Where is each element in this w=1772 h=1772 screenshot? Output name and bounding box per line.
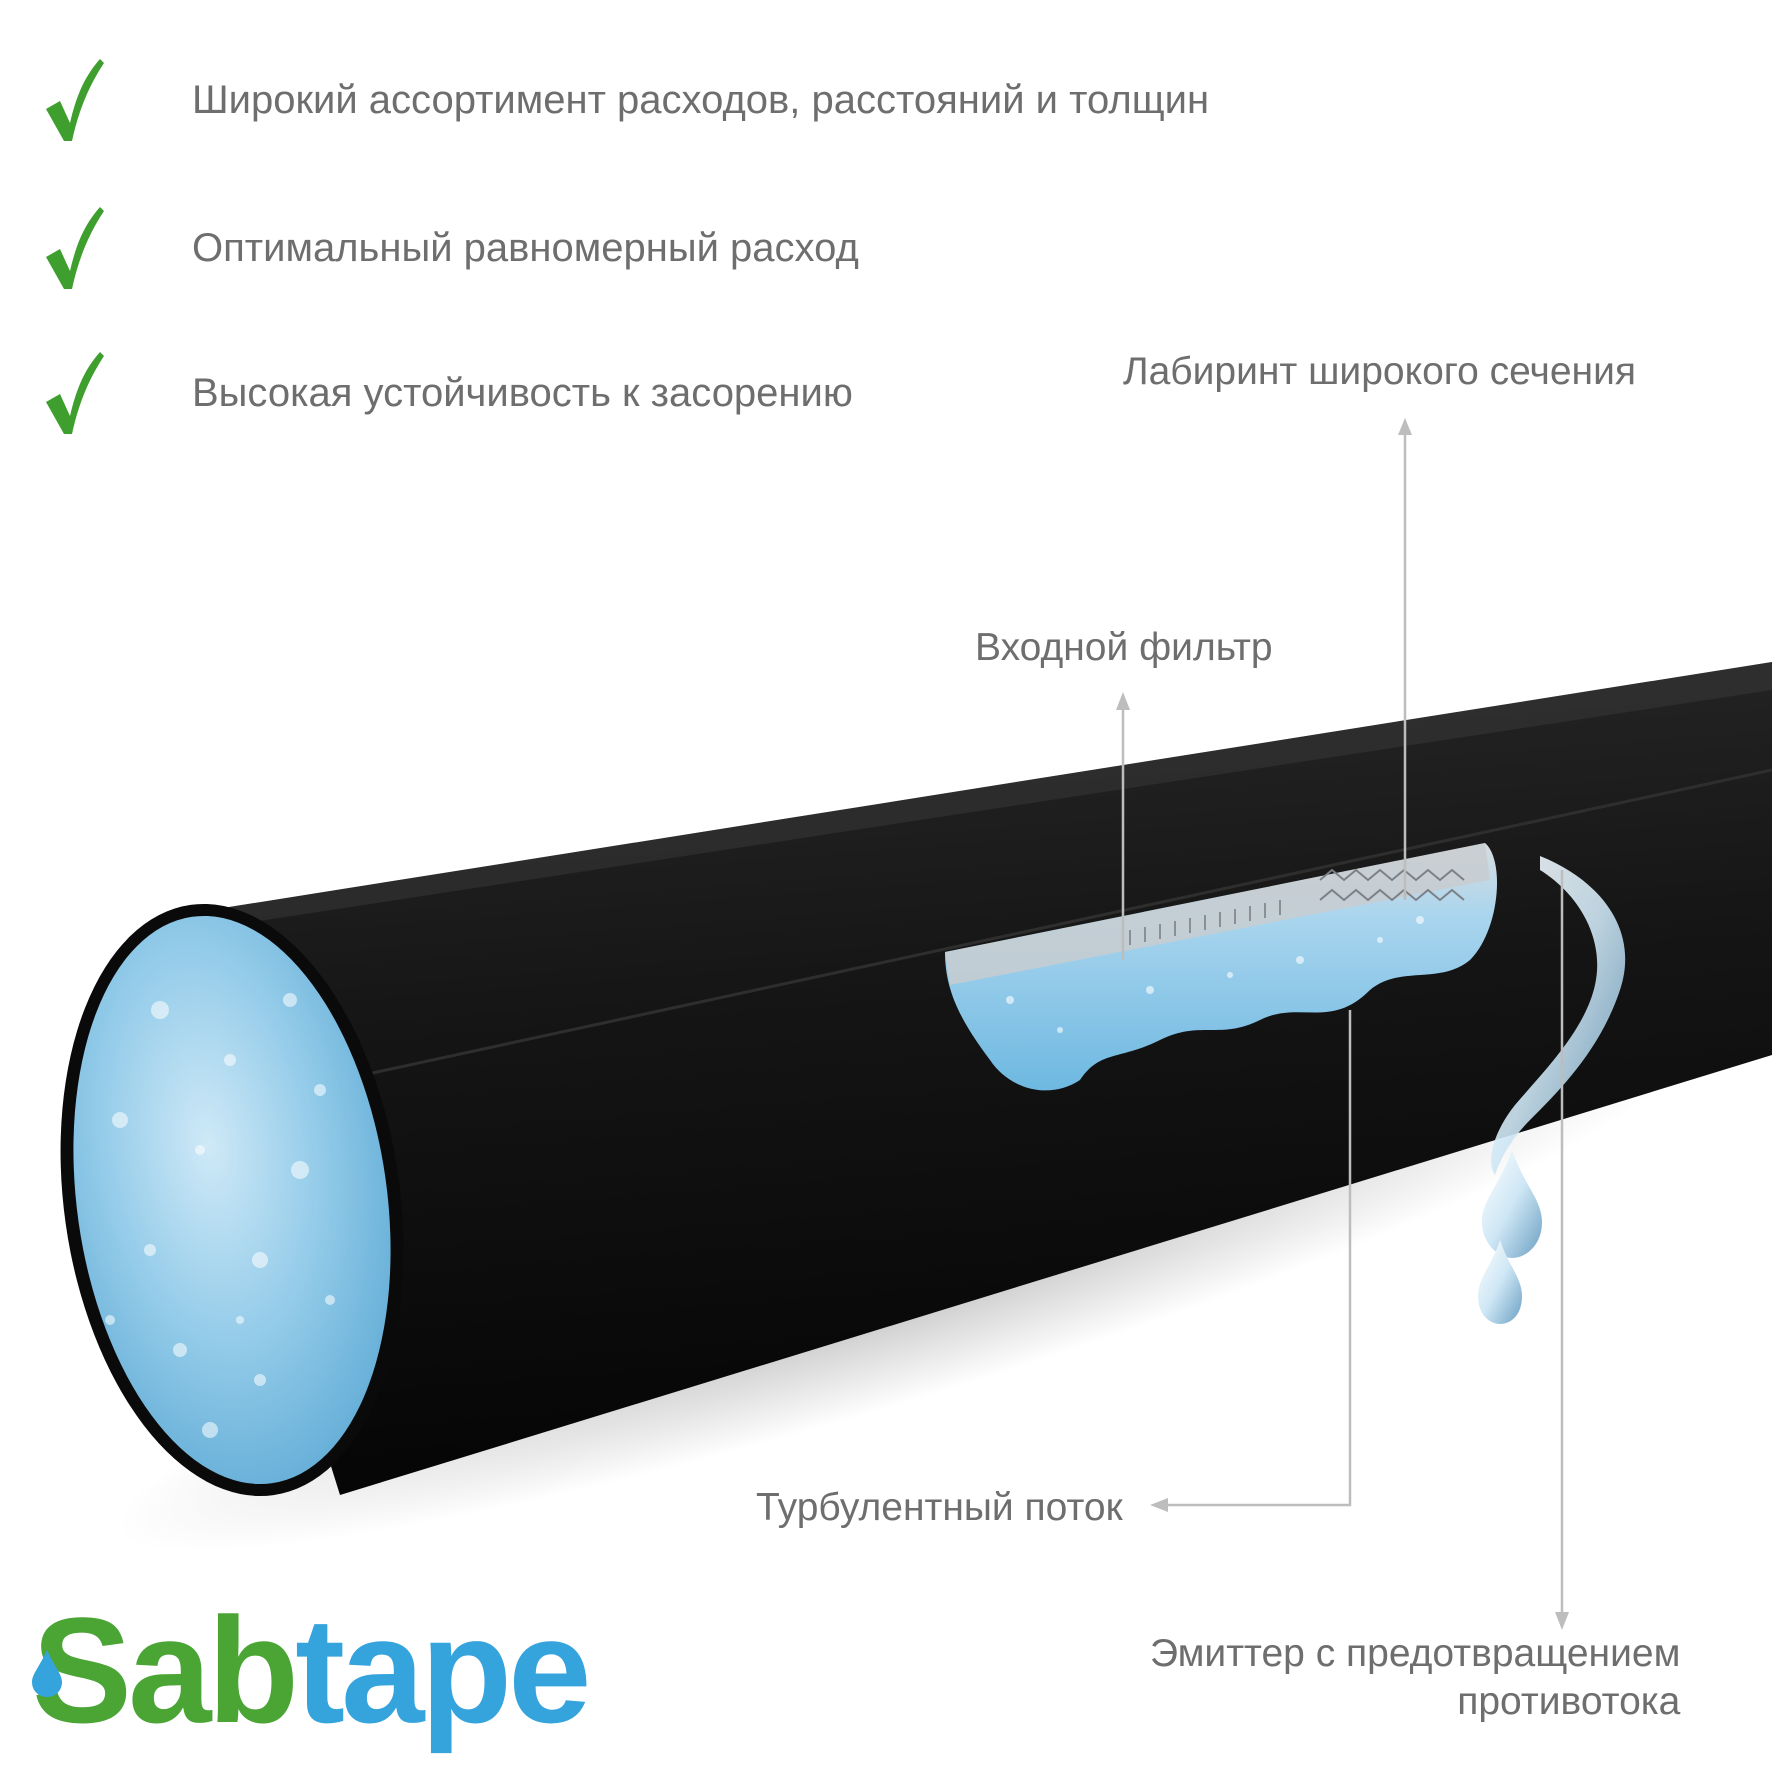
labyrinth-arrowhead — [1398, 418, 1412, 435]
water-drop-1 — [1482, 1150, 1542, 1258]
check-icon — [46, 207, 104, 289]
callout-lines — [1116, 418, 1569, 1630]
labyrinth-zigzag — [1319, 868, 1465, 902]
callout-emitter-line2: противотока — [1457, 1680, 1681, 1723]
turbulent-arrowhead — [1150, 1498, 1168, 1512]
brand-logo-part1: Sab — [32, 1586, 299, 1754]
water-drop-icon — [32, 1650, 62, 1697]
check-icon — [46, 59, 104, 141]
emitter-arrowhead — [1555, 1612, 1569, 1630]
feature-text: Оптимальный равномерный расход — [192, 225, 859, 270]
window-bubbles — [1006, 916, 1424, 1033]
water-bubbles — [105, 993, 335, 1438]
turbulent-arrow-line — [1165, 1010, 1352, 1507]
water-jet — [1491, 856, 1626, 1175]
callout-turbulent-flow: Турбулентный поток — [756, 1486, 1123, 1529]
pipe-seam — [339, 768, 1772, 1082]
filter-arrowhead — [1116, 692, 1130, 710]
callout-emitter: Эмиттер с предотвращением противотока — [1150, 1630, 1680, 1726]
brand-logo: Sabtape — [32, 1595, 592, 1745]
water-cross-section — [73, 915, 391, 1485]
labyrinth-teeth — [1129, 900, 1281, 945]
feature-item: Широкий ассортимент расходов, расстояний… — [44, 55, 1209, 145]
brand-logo-part2: tape — [295, 1586, 591, 1754]
emitter-strip — [945, 843, 1490, 985]
feature-item: Высокая устойчивость к засорению — [44, 348, 853, 438]
callout-inlet-filter: Входной фильтр — [975, 626, 1273, 669]
feature-text: Высокая устойчивость к засорению — [192, 370, 853, 415]
callout-emitter-line1: Эмиттер с предотвращением — [1150, 1632, 1681, 1675]
feature-text: Широкий ассортимент расходов, расстояний… — [192, 77, 1210, 122]
callout-labyrinth: Лабиринт широкого сечения — [1123, 350, 1636, 393]
feature-item: Оптимальный равномерный расход — [44, 203, 859, 293]
check-icon — [46, 352, 104, 434]
water-drop-2 — [1478, 1240, 1522, 1324]
pipe-highlight — [160, 662, 1772, 930]
